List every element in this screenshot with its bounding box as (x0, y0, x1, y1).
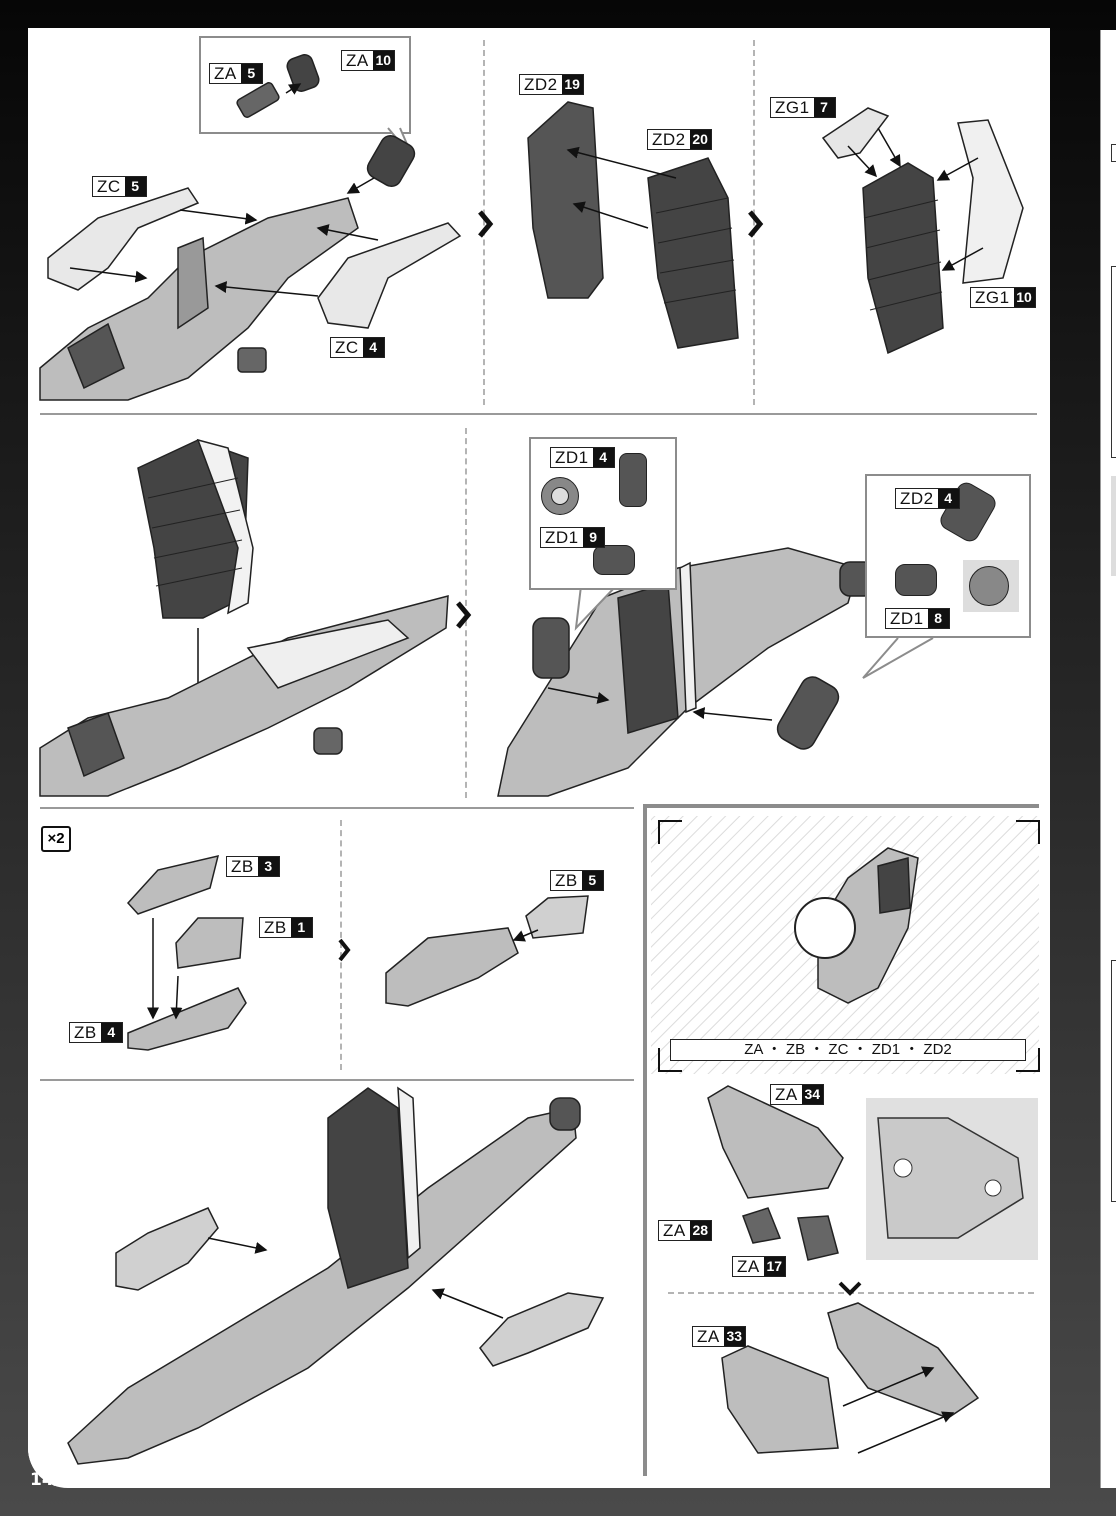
step-separator (753, 40, 755, 405)
panel-border (643, 804, 1039, 808)
za-34-assembly (827, 1302, 980, 1419)
part-zd1-4-icon (619, 453, 647, 507)
part-zb-1 (175, 917, 244, 969)
next-step-chevron (748, 210, 764, 238)
weapon-body-right (497, 547, 859, 797)
part-zd1-8-icon (895, 564, 937, 596)
part-za-34 (707, 1085, 844, 1199)
part-za-28 (742, 1207, 782, 1244)
part-za-5 (236, 82, 280, 118)
part-za-10-assembled (366, 134, 416, 188)
side-armor-right (479, 1292, 605, 1367)
part-za-10 (286, 54, 320, 92)
page-number: 14/28 (30, 1470, 70, 1490)
next-step-chevron (456, 601, 472, 629)
part-za-17 (797, 1215, 839, 1261)
adjacent-page-edge (1100, 30, 1116, 1488)
gallery-caption: ZA ・ ZB ・ ZC ・ ZD1 ・ ZD2 (670, 1039, 1026, 1061)
section-divider (40, 1079, 634, 1081)
adjacent-page-mark (1111, 266, 1116, 458)
part-zd2-19 (527, 101, 604, 299)
part-zd2-4-assembled (776, 676, 840, 750)
weapon-final (67, 1107, 577, 1465)
part-za-33 (721, 1345, 839, 1454)
next-step-chevron (838, 1281, 862, 1296)
step-separator (483, 40, 485, 405)
assembly-illustrations (28, 54, 1039, 1488)
panel-border (643, 804, 647, 1476)
step-separator (340, 820, 342, 1070)
zd2-assembly-step3 (862, 162, 944, 355)
joint-socket-icon (969, 566, 1009, 606)
part-zc-5 (47, 187, 200, 291)
part-zd1-9-icon (593, 545, 635, 575)
next-step-chevron (478, 210, 494, 238)
side-armor-left (115, 1207, 219, 1291)
shield-cover (196, 438, 254, 615)
adjacent-page-mark (1111, 144, 1116, 162)
part-zb-3 (126, 854, 220, 915)
page-number-current: 14 (30, 1470, 54, 1490)
part-zb-5 (525, 895, 589, 939)
weapon-body-step1 (39, 197, 359, 401)
frame-corner (658, 820, 682, 844)
frame-corner (1016, 1048, 1040, 1072)
part-zd2-20 (647, 157, 739, 349)
frame-corner (1016, 820, 1040, 844)
part-zg1-10 (957, 119, 1024, 284)
section-divider (40, 807, 634, 809)
multiplier-badge: ×2 (41, 826, 71, 852)
joint-socket-icon (551, 487, 569, 505)
page-number-total: /28 (53, 1477, 70, 1488)
part-zb-4 (127, 987, 247, 1051)
part-zc-4 (317, 222, 462, 329)
zb-assembly (385, 927, 519, 1007)
adjacent-page-mark (1111, 476, 1116, 576)
next-step-chevron (338, 938, 351, 962)
part-zg1-7 (821, 107, 890, 159)
section-divider (40, 413, 1037, 415)
frame-corner (658, 1048, 682, 1072)
part-zd1-4-assembled (532, 617, 570, 679)
adjacent-page-mark (1111, 960, 1116, 1202)
